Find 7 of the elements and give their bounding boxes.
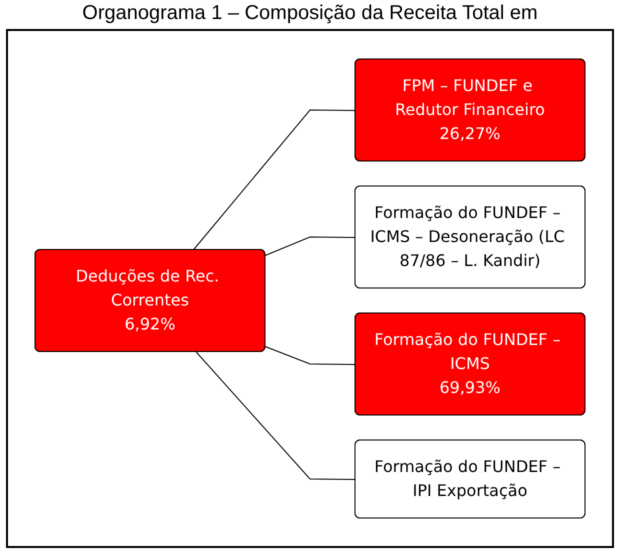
node-text: Formação do FUNDEF – ICMS – Desoneração (LC 87/86 – L. Kandir) — [370, 203, 565, 270]
connector — [192, 110, 356, 250]
connector — [265, 346, 356, 365]
connector — [265, 236, 356, 256]
diagram-title: Organograma 1 – Composição da Receita Total em — [81, 2, 539, 25]
node-text: Formação do FUNDEF – IPI Exportação — [374, 457, 561, 500]
connector — [196, 352, 356, 480]
